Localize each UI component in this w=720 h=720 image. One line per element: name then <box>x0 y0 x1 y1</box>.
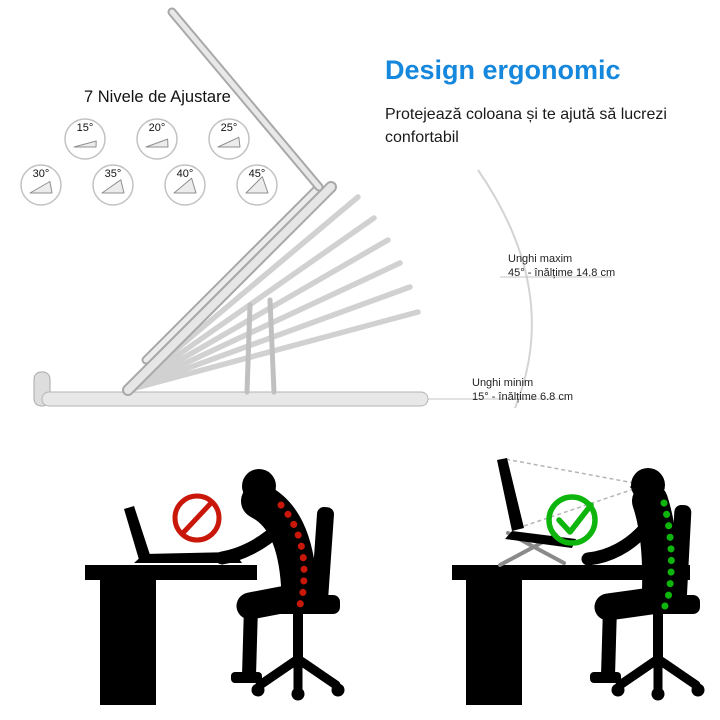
angle-wedge-icon <box>64 118 106 160</box>
angle-label: 25° <box>220 122 238 134</box>
desk-right <box>452 565 690 705</box>
correct-posture-scene <box>452 458 705 705</box>
angle-wedge-icon <box>164 164 206 206</box>
max-angle-note: Unghi maxim 45° - înălțime 14.8 cm <box>508 252 615 281</box>
angle-wedge-icon <box>20 164 62 206</box>
wrong-posture-scene <box>85 469 345 705</box>
angle-label: 40° <box>176 168 194 180</box>
angle-badge-20: 20° <box>136 118 178 160</box>
angle-wedge-icon <box>236 164 278 206</box>
laptop-on-riser <box>497 458 576 567</box>
ghost-positions <box>125 194 421 393</box>
adjustment-title: 7 Nivele de Ajustare <box>84 88 231 106</box>
bad-spine-dots <box>277 501 308 617</box>
angle-badge-30: 30° <box>20 164 62 206</box>
angle-label: 45° <box>248 168 266 180</box>
max-angle-line2: 45° - înălțime 14.8 cm <box>508 267 616 280</box>
desk-left <box>85 565 257 705</box>
support-legs <box>244 297 277 395</box>
angle-label: 30° <box>32 168 50 180</box>
no-symbol-icon <box>172 493 222 543</box>
min-angle-line2: 15° - înălțime 6.8 cm <box>472 391 573 404</box>
angle-label: 35° <box>104 168 122 180</box>
office-chair-left <box>251 507 345 701</box>
stand-base <box>33 371 429 407</box>
headline-body: Protejează coloana și te ajută să lucrez… <box>385 106 667 147</box>
angle-badge-25: 25° <box>208 118 250 160</box>
angle-arc <box>477 169 533 409</box>
upright-person-figure <box>581 468 679 683</box>
laptop-flat <box>124 506 242 563</box>
sight-lines <box>504 458 635 528</box>
angle-wedge-icon <box>208 118 250 160</box>
hunched-person-figure <box>215 469 317 683</box>
check-icon <box>546 494 598 546</box>
max-angle-line1: Unghi maxim <box>508 253 573 265</box>
headline: Design ergonomic <box>385 55 621 85</box>
angle-badge-15: 15° <box>64 118 106 160</box>
angle-wedge-icon <box>92 164 134 206</box>
angle-label: 20° <box>148 122 166 134</box>
min-angle-note: Unghi minim 15° - înălțime 6.8 cm <box>472 376 573 405</box>
office-chair-right <box>611 505 705 701</box>
min-angle-line1: Unghi minim <box>472 377 534 389</box>
good-spine-dots <box>658 499 675 615</box>
angle-label: 15° <box>76 122 94 134</box>
angle-badge-40: 40° <box>164 164 206 206</box>
platform-45 <box>122 181 337 396</box>
angle-badge-35: 35° <box>92 164 134 206</box>
angle-wedge-icon <box>136 118 178 160</box>
angle-badge-45: 45° <box>236 164 278 206</box>
posture-comparison <box>85 458 705 705</box>
